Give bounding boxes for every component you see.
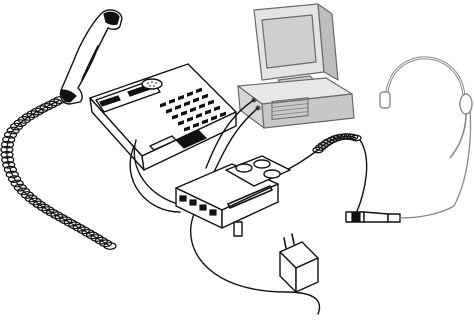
speaker-grille	[142, 79, 162, 89]
headset-cord-upper	[400, 206, 454, 218]
headset-icon	[380, 58, 472, 206]
battery	[254, 160, 270, 168]
monitor-screen	[262, 15, 316, 68]
quick-disconnect-plug-icon	[346, 206, 454, 222]
disconnect-sleeve	[388, 214, 400, 222]
battery	[264, 170, 280, 178]
headset-cord-lower	[356, 140, 367, 214]
headband	[386, 58, 464, 104]
battery	[236, 164, 252, 172]
headset-amplifier-icon	[176, 156, 290, 236]
drive-bay	[272, 98, 308, 120]
microphone-boom	[450, 114, 466, 158]
handset-coiled-cord	[7, 100, 110, 246]
headset-cord-coils	[313, 134, 361, 153]
headband-pad	[380, 92, 390, 108]
disconnect-socket	[364, 212, 388, 222]
ac-power-adapter-icon	[280, 234, 318, 292]
desk-telephone-icon	[90, 64, 236, 170]
amplifier-port	[180, 196, 186, 201]
amplifier-port	[200, 205, 206, 210]
handset-earpiece	[104, 12, 119, 24]
disconnect-plug-grip	[352, 213, 360, 221]
amplifier-port	[190, 200, 196, 205]
amplifier-port	[210, 210, 216, 215]
headset-cable	[454, 110, 470, 206]
belt-clip	[234, 222, 242, 236]
